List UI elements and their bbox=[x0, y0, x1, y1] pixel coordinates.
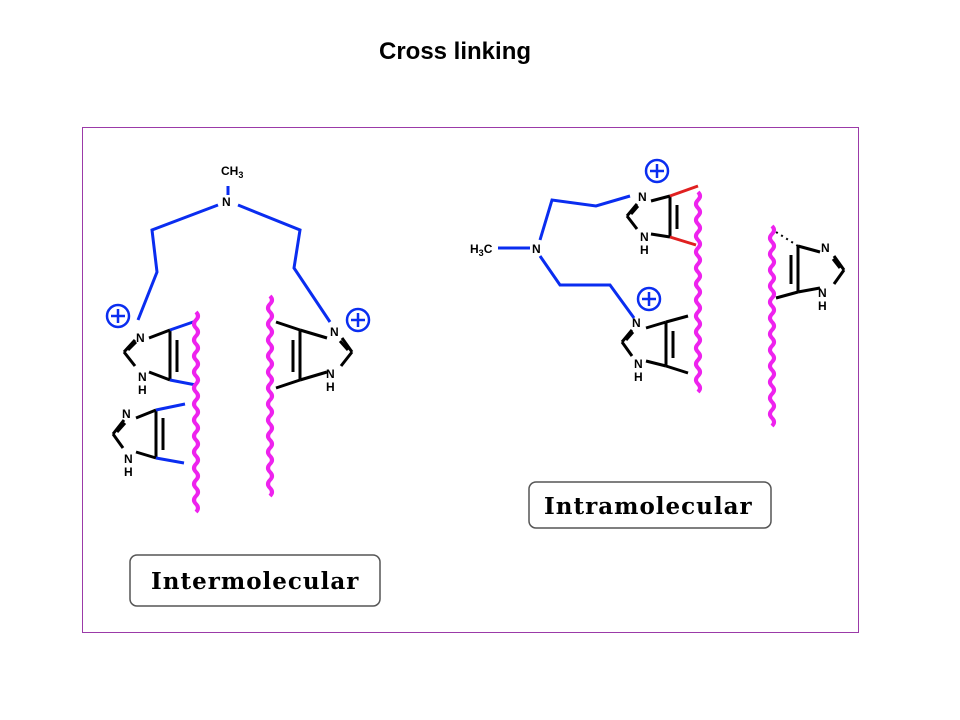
polymer-chain bbox=[768, 224, 776, 428]
svg-text:N: N bbox=[124, 452, 133, 466]
intermolecular-label: Intermolecular bbox=[129, 554, 381, 607]
svg-text:Intermolecular: Intermolecular bbox=[151, 568, 359, 595]
svg-text:Intramolecular: Intramolecular bbox=[544, 493, 753, 520]
svg-text:H: H bbox=[138, 383, 147, 397]
linker-amine-left bbox=[136, 186, 332, 323]
svg-text:H: H bbox=[640, 243, 649, 257]
imidazole-ring: N N H bbox=[775, 231, 846, 313]
plus-charge-icon bbox=[345, 307, 371, 333]
amine-n-label: N bbox=[222, 195, 231, 209]
svg-text:N: N bbox=[122, 407, 131, 421]
imidazole-ring: N N H bbox=[111, 402, 186, 479]
svg-text:N: N bbox=[634, 357, 643, 371]
intermolecular-structure: CH3 N bbox=[105, 164, 371, 514]
svg-text:N: N bbox=[136, 331, 145, 345]
slide-title: Cross linking bbox=[378, 38, 532, 65]
svg-text:H: H bbox=[818, 299, 827, 313]
diagram-frame bbox=[82, 127, 859, 633]
svg-text:N: N bbox=[821, 241, 830, 255]
imidazole-ring: N N H bbox=[275, 320, 354, 394]
imidazole-ring: N N H bbox=[625, 184, 699, 257]
svg-text:N: N bbox=[326, 367, 335, 381]
polymer-chain bbox=[694, 190, 702, 394]
plus-charge-icon bbox=[644, 158, 670, 184]
plus-charge-icon bbox=[636, 286, 662, 312]
svg-text:N: N bbox=[818, 286, 827, 300]
methyl-label: CH3 bbox=[221, 164, 243, 180]
svg-text:N: N bbox=[638, 190, 647, 204]
plus-charge-icon bbox=[105, 303, 131, 329]
svg-text:H: H bbox=[124, 465, 133, 479]
imidazole-ring: N N H bbox=[122, 319, 197, 397]
svg-text:N: N bbox=[330, 325, 339, 339]
linker-amine-right bbox=[498, 194, 636, 319]
intramolecular-structure: H3C N bbox=[470, 158, 846, 428]
methyl-label: H3C bbox=[470, 242, 493, 258]
svg-text:N: N bbox=[632, 316, 641, 330]
svg-text:N: N bbox=[138, 370, 147, 384]
intramolecular-label: Intramolecular bbox=[528, 481, 772, 529]
imidazole-ring: N N H bbox=[620, 314, 689, 384]
polymer-chain bbox=[192, 310, 200, 514]
amine-n-label: N bbox=[532, 242, 541, 256]
svg-text:N: N bbox=[640, 230, 649, 244]
svg-text:H: H bbox=[326, 380, 335, 394]
polymer-chain bbox=[266, 294, 274, 498]
svg-text:H: H bbox=[634, 370, 643, 384]
